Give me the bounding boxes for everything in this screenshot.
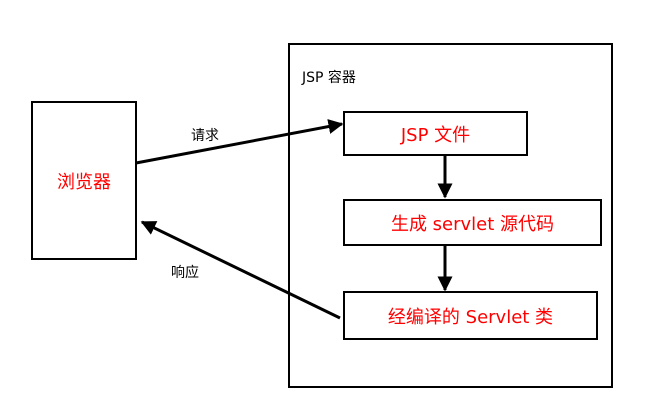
jsp-container-label: JSP 容器 <box>302 70 356 86</box>
jsp-file-box: JSP 文件 <box>343 111 528 156</box>
jsp-file-label: JSP 文件 <box>400 124 471 146</box>
compiled-servlet-class-box: 经编译的 Servlet 类 <box>343 291 598 340</box>
browser-label: 浏览器 <box>57 171 111 193</box>
generate-servlet-source-box: 生成 servlet 源代码 <box>343 199 602 246</box>
request-arrow <box>135 119 344 165</box>
generate-servlet-source-label: 生成 servlet 源代码 <box>390 213 555 235</box>
compiled-servlet-class-label: 经编译的 Servlet 类 <box>387 306 554 328</box>
response-label: 响应 <box>171 265 199 281</box>
response-arrow <box>140 220 341 320</box>
browser-box: 浏览器 <box>31 101 137 260</box>
request-label: 请求 <box>191 128 219 144</box>
jsp-container-box: JSP 容器 <box>288 43 613 388</box>
